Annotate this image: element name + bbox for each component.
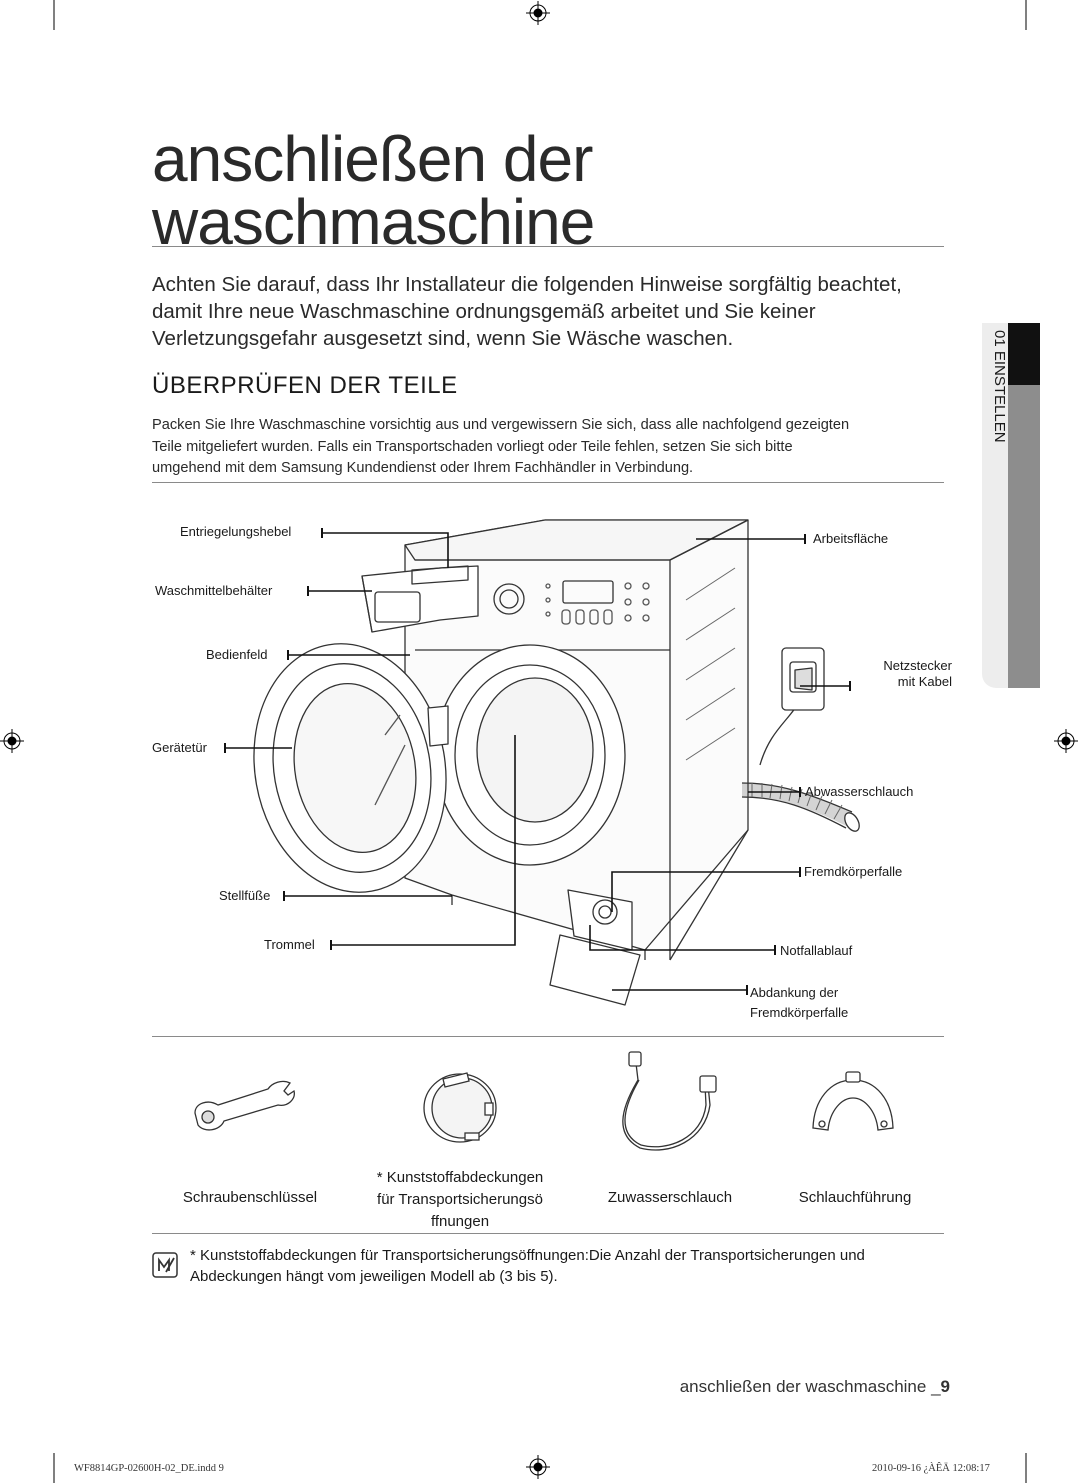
part-label-hose-guide: Schlauchführung <box>798 1189 912 1206</box>
section-body: Packen Sie Ihre Waschmaschine vorsichtig… <box>152 415 952 480</box>
intro-line: damit Ihre neue Waschmaschine ordnungsge… <box>152 300 816 323</box>
leader-notfallablauf <box>589 925 775 951</box>
label-bedienfeld: Bedienfeld <box>206 647 268 662</box>
label-fremdkoerperfalle: Fremdkörperfalle <box>804 864 903 879</box>
print-date-info: 2010-09-16 ¿ÀÊÄ 12:08:17 <box>872 1463 990 1474</box>
chapter-tab-background <box>982 323 1012 688</box>
label-abdankung-line-1: Abdankung der <box>750 985 839 1000</box>
filter-flap <box>549 934 641 1006</box>
label-stellfuesse: Stellfüße <box>219 888 271 903</box>
water-hose-illustration <box>622 1051 717 1151</box>
washing-machine-diagram <box>224 519 860 1006</box>
page-footer: anschließen der waschmaschine _9 <box>680 1377 950 1397</box>
registration-mark-right <box>1054 729 1078 753</box>
page-title: anschließen der waschmaschine <box>152 123 952 258</box>
label-notfallablauf: Notfallablauf <box>780 943 853 958</box>
chapter-tab-bar <box>1008 385 1040 688</box>
section-rule <box>152 482 944 483</box>
parts-rule-bottom <box>152 1233 944 1234</box>
registration-mark-left <box>0 729 24 753</box>
label-abdankung: Abdankung der Fremdkörperfalle <box>750 983 848 1023</box>
label-netzstecker: Netzstecker mit Kabel <box>845 658 952 690</box>
footer-section: anschließen der waschmaschine _ <box>679 1377 941 1396</box>
registration-mark-top <box>526 1 550 25</box>
label-geraetetuer: Gerätetür <box>152 740 207 755</box>
note-bold: * Kunststoffabdeckungen für Transportsic… <box>190 1247 589 1264</box>
part-label-water-hose: Zuwasserschlauch <box>607 1189 733 1206</box>
page-title-line-2: waschmaschine <box>152 186 595 258</box>
intro-paragraph: Achten Sie darauf, dass Ihr Installateur… <box>152 271 952 352</box>
display <box>562 580 614 604</box>
chapter-tab-marker <box>1008 323 1040 385</box>
body-line: umgehend mit dem Samsung Kundendienst od… <box>152 460 694 476</box>
parts-rule-top <box>152 1036 944 1037</box>
body-line: Packen Sie Ihre Waschmaschine vorsichtig… <box>152 417 850 433</box>
intro-line: Verletzungsgefahr ausgesetzt sind, wenn … <box>152 327 734 350</box>
note-icon <box>152 1252 178 1278</box>
chapter-tab-label: 01 EINSTELLEN <box>991 330 1008 443</box>
program-knob <box>493 583 525 615</box>
label-waschmittelbehaelter: Waschmittelbehälter <box>155 583 273 598</box>
leader-fremdkoerperfalle <box>611 871 800 912</box>
label-trommel: Trommel <box>264 937 315 952</box>
registration-mark-bottom <box>526 1455 550 1479</box>
body-line: Teile mitgeliefert wurden. Falls ein Tra… <box>152 438 793 455</box>
part-label-transport-caps: * Kunststoffabdeckungen für Transportsic… <box>345 1167 575 1233</box>
part-label-caps-line-2: für Transportsicherungsö <box>377 1191 543 1208</box>
label-abwasserschlauch: Abwasserschlauch <box>805 784 914 799</box>
hose-guide-illustration <box>812 1071 894 1131</box>
transport-cap-illustration <box>423 1072 497 1143</box>
wrench-illustration <box>194 1080 295 1131</box>
title-rule <box>152 246 944 247</box>
label-entriegelungshebel: Entriegelungshebel <box>180 524 292 539</box>
intro-line: Achten Sie darauf, dass Ihr Installateur… <box>152 273 902 296</box>
print-file-info: WF8814GP-02600H-02_DE.indd 9 <box>74 1463 224 1474</box>
label-arbeitsflaeche: Arbeitsfläche <box>813 531 889 546</box>
section-heading: ÜBERPRÜFEN DER TEILE <box>152 372 458 399</box>
drain-hose <box>741 783 854 827</box>
page-title-line-1: anschließen der <box>152 123 593 195</box>
leader-trommel <box>331 735 516 946</box>
label-netzstecker-line-2: mit Kabel <box>897 674 952 689</box>
label-abdankung-line-2: Fremdkörperfalle <box>750 1005 849 1020</box>
part-label-caps-line-3: ffnungen <box>430 1213 490 1230</box>
page-number: 9 <box>940 1377 950 1396</box>
note-text: * Kunststoffabdeckungen für Transportsic… <box>190 1245 950 1287</box>
label-netzstecker-line-1: Netzstecker <box>883 658 952 673</box>
note-body: Die Anzahl der Transportsicherungen und … <box>190 1247 865 1285</box>
part-label-caps-line-1: * Kunststoffabdeckungen <box>376 1169 544 1186</box>
leader-entriegelungshebel <box>322 532 449 568</box>
part-label-wrench: Schraubenschlüssel <box>182 1189 318 1206</box>
